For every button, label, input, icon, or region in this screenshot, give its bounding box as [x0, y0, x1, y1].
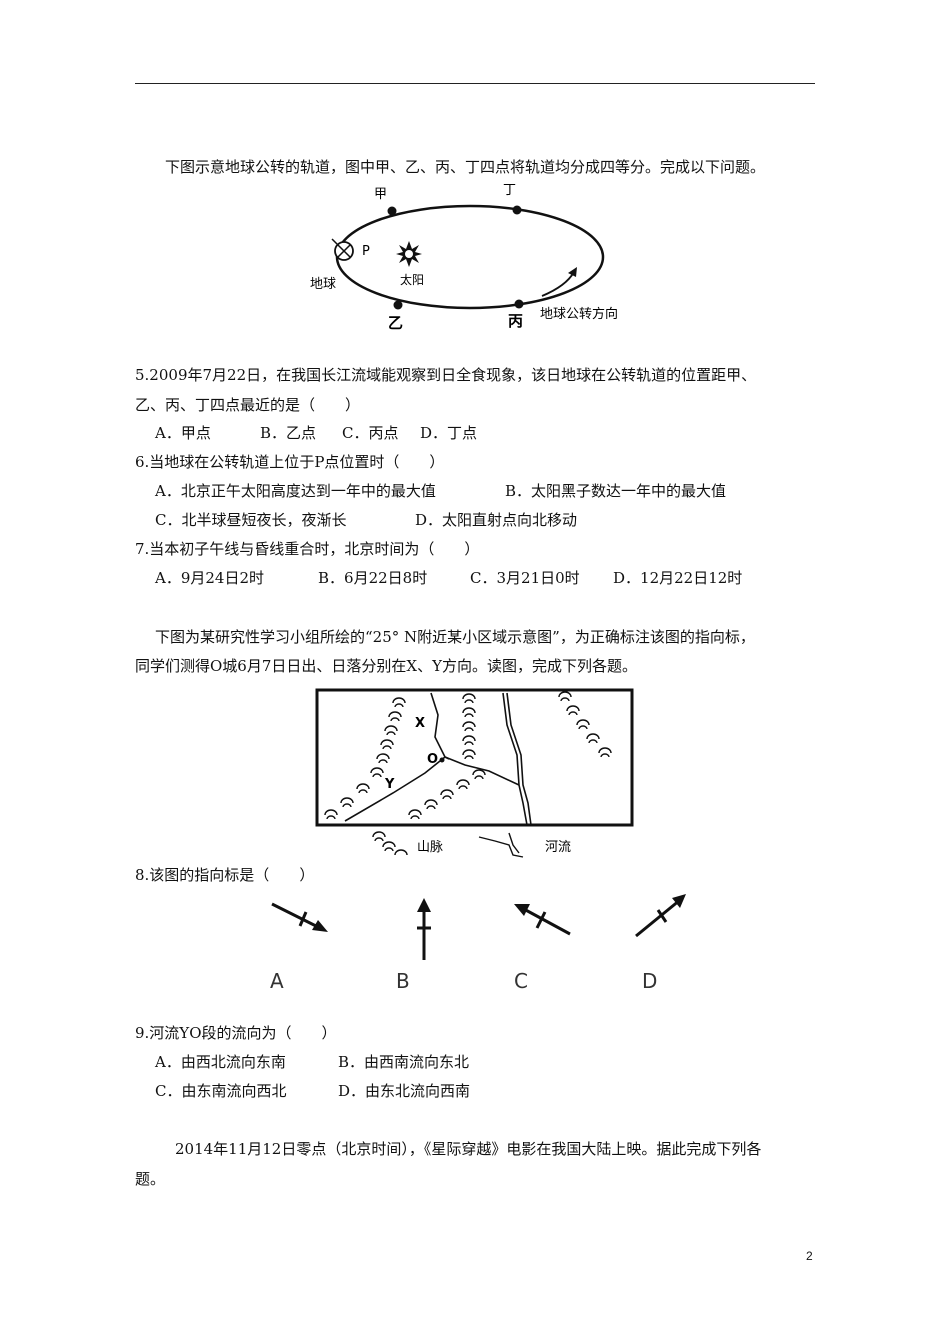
q7-option-b[interactable]: B．6月22日8时 — [318, 569, 428, 587]
intro-map-line2: 同学们测得O城6月7日日出、日落分别在X、Y方向。读图，完成下列各题。 — [135, 657, 637, 675]
q5-option-c[interactable]: C．丙点 — [342, 424, 399, 442]
arrow-head — [568, 267, 577, 277]
q5-option-a[interactable]: A．甲点 — [155, 424, 211, 442]
intro-movie-line2: 题。 — [135, 1170, 166, 1188]
compass-d-label: D — [642, 969, 657, 993]
point-yi — [393, 300, 403, 310]
earth-icon — [331, 238, 354, 261]
point-bing — [514, 299, 524, 309]
point-ding — [512, 205, 522, 215]
q5-option-d[interactable]: D．丁点 — [420, 424, 478, 442]
q7-option-a[interactable]: A．9月24日2时 — [155, 569, 265, 587]
label-jia: 甲 — [374, 187, 387, 202]
label-p: P — [362, 244, 370, 259]
q7-stem: 7.当本初子午线与昏线重合时，北京时间为（ ） — [135, 540, 480, 558]
intro-movie-line1: 2014年11月12日零点（北京时间），《星际穿越》电影在我国大陆上映。据此完成… — [175, 1140, 762, 1158]
q8-stem: 8.该图的指向标是（ ） — [135, 866, 315, 884]
label-o: O — [427, 752, 438, 767]
point-jia — [387, 206, 397, 216]
compass-options: A B C D — [270, 894, 686, 993]
q7-option-c[interactable]: C．3月21日0时 — [470, 569, 580, 587]
label-ding: 丁 — [503, 183, 516, 198]
label-y: Y — [384, 777, 395, 792]
label-yi: 乙 — [388, 314, 403, 332]
direction-arrow-icon — [541, 271, 575, 297]
sun-icon — [396, 241, 422, 267]
compass-a-icon[interactable] — [271, 902, 328, 932]
q5-option-b[interactable]: B．乙点 — [260, 424, 317, 442]
label-x: X — [415, 716, 425, 731]
compass-a-label: A — [270, 969, 284, 993]
q9-option-a[interactable]: A．由西北流向东南 — [155, 1053, 286, 1071]
legend-mountain-label: 山脉 — [417, 840, 443, 855]
intro-map-line1: 下图为某研究性学习小组所绘的“25° N附近某小区域示意图”，为正确标注该图的指… — [155, 628, 755, 646]
map-frame — [315, 688, 634, 827]
intro-orbit-text: 下图示意地球公转的轨道，图中甲、乙、丙、丁四点将轨道均分成四等分。完成以下问题。 — [165, 158, 766, 176]
orbit-ellipse — [335, 204, 605, 310]
orbit-diagram: 甲 丁 乙 丙 P 地球 太阳 地球公转方向 — [310, 183, 618, 332]
compass-c-label: C — [514, 969, 528, 993]
legend-river-label: 河流 — [545, 840, 571, 855]
compass-d-icon[interactable] — [635, 894, 686, 938]
page-number: 2 — [806, 1249, 813, 1263]
label-direction: 地球公转方向 — [540, 306, 618, 322]
mountain-ranges — [324, 691, 612, 820]
label-earth: 地球 — [310, 277, 336, 292]
q9-option-d[interactable]: D．由东北流向西南 — [338, 1082, 471, 1100]
q6-option-d[interactable]: D．太阳直射点向北移动 — [415, 511, 578, 529]
q6-option-b[interactable]: B．太阳黑子数达一年中的最大值 — [505, 482, 727, 500]
region-map: X O Y 山脉 河流 — [315, 688, 634, 858]
q9-stem: 9.河流YO段的流向为（ ） — [135, 1024, 337, 1042]
q6-option-c[interactable]: C．北半球昼短夜长，夜渐长 — [155, 511, 347, 529]
legend-mountain-icon — [372, 831, 408, 856]
q7-option-d[interactable]: D．12月22日12时 — [613, 569, 743, 587]
q6-stem: 6.当地球在公转轨道上位于P点位置时（ ） — [135, 453, 445, 471]
legend-river-icon — [478, 836, 524, 858]
river-lines — [344, 692, 532, 826]
q9-option-c[interactable]: C．由东南流向西北 — [155, 1082, 287, 1100]
label-bing: 丙 — [508, 312, 523, 330]
compass-c-icon[interactable] — [514, 904, 571, 936]
q5-stem-line2: 乙、丙、丁四点最近的是（ ） — [135, 396, 361, 414]
legend-river-branch — [508, 832, 520, 854]
q5-stem-line1: 5.2009年7月22日，在我国长江流域能观察到日全食现象，该日地球在公转轨道的… — [135, 366, 757, 384]
q6-option-a[interactable]: A．北京正午太阳高度达到一年中的最大值 — [155, 482, 436, 500]
city-o-dot — [439, 757, 445, 763]
q9-option-b[interactable]: B．由西南流向东北 — [338, 1053, 470, 1071]
compass-b-icon[interactable] — [417, 898, 431, 960]
label-sun: 太阳 — [400, 272, 424, 287]
header-rule — [135, 83, 815, 84]
compass-b-label: B — [396, 969, 410, 993]
